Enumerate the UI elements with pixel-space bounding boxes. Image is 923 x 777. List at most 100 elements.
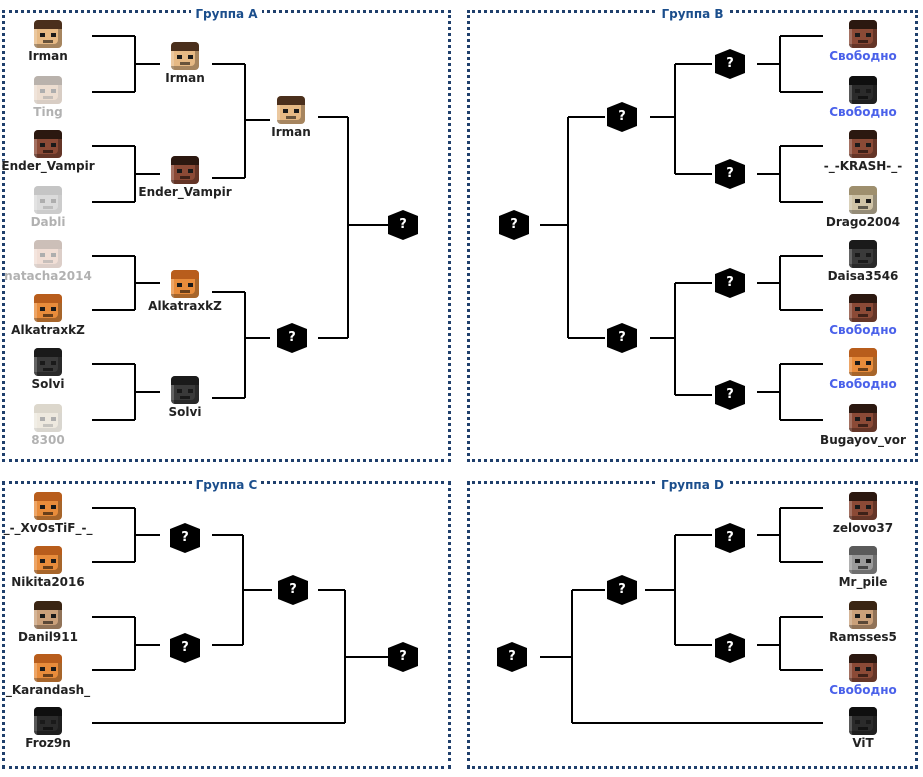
player-name: _Karandash_ <box>5 683 91 697</box>
player-slot[interactable]: Nikita2016 <box>0 546 108 589</box>
unknown-slot-icon: ? <box>277 323 307 353</box>
avatar <box>34 492 62 520</box>
avatar-mouth <box>858 314 868 317</box>
unknown-slot-icon: ? <box>715 633 745 663</box>
avatar-eye <box>855 361 860 365</box>
player-slot[interactable]: Свободно <box>803 20 923 63</box>
bracket-line <box>674 283 676 395</box>
avatar-eye <box>855 559 860 563</box>
player-slot[interactable]: Drago2004 <box>803 186 923 229</box>
unknown-slot-icon: ? <box>715 523 745 553</box>
player-slot[interactable]: Froz9n <box>0 707 108 750</box>
player-slot[interactable]: 8300 <box>0 404 108 447</box>
player-slot[interactable]: Ender_Vampir <box>125 156 245 199</box>
player-slot[interactable]: Свободно <box>803 348 923 391</box>
avatar-eye <box>51 667 56 671</box>
avatar-mouth <box>43 368 53 371</box>
avatar-eye <box>866 720 871 724</box>
bracket-line <box>675 173 712 175</box>
player-slot[interactable]: Solvi <box>125 376 245 419</box>
player-slot[interactable]: Danil911 <box>0 601 108 644</box>
player-slot[interactable]: Ender_Vampir <box>0 130 108 173</box>
avatar-hair <box>34 186 62 195</box>
avatar-hair <box>171 42 199 51</box>
avatar-hair <box>849 404 877 413</box>
player-slot[interactable]: Mr_pile <box>803 546 923 589</box>
avatar-hair <box>849 601 877 610</box>
avatar <box>34 76 62 104</box>
bracket-line <box>779 146 781 202</box>
bracket-line <box>92 419 135 421</box>
bracket-line <box>92 255 135 257</box>
player-name: Bugayov_vor <box>820 433 906 447</box>
player-slot[interactable]: AlkatraxkZ <box>125 270 245 313</box>
player-slot[interactable]: Daisa3546 <box>803 240 923 283</box>
unknown-slot-icon: ? <box>499 210 529 240</box>
bracket-line <box>572 722 823 724</box>
player-slot[interactable]: Свободно <box>803 76 923 119</box>
bracket-line <box>780 419 823 421</box>
avatar-eye <box>855 89 860 93</box>
avatar-hair <box>849 707 877 716</box>
player-slot[interactable]: Irman <box>231 96 351 139</box>
avatar-eye <box>51 89 56 93</box>
bracket-line <box>780 145 823 147</box>
group-title: Группа D <box>657 478 728 492</box>
avatar-eye <box>51 33 56 37</box>
unknown-slot-icon: ? <box>497 642 527 672</box>
avatar-eye <box>40 307 45 311</box>
avatar-hair <box>34 601 62 610</box>
avatar-mouth <box>858 566 868 569</box>
avatar-eye <box>294 109 299 113</box>
avatar-eye <box>855 667 860 671</box>
bracket-line <box>757 534 780 536</box>
avatar-mouth <box>858 150 868 153</box>
avatar-hair <box>34 546 62 555</box>
bracket-line <box>92 91 135 93</box>
avatar-mouth <box>858 621 868 624</box>
player-slot[interactable]: Irman <box>125 42 245 85</box>
avatar-mouth <box>43 206 53 209</box>
player-slot[interactable]: Dabli <box>0 186 108 229</box>
player-slot[interactable]: Solvi <box>0 348 108 391</box>
avatar-eye <box>51 417 56 421</box>
avatar-eye <box>855 143 860 147</box>
avatar-mouth <box>43 566 53 569</box>
bracket-line <box>779 617 781 670</box>
avatar-eye <box>855 253 860 257</box>
player-name: Ting <box>33 105 63 119</box>
player-slot[interactable]: zelovo37 <box>803 492 923 535</box>
avatar-hair <box>34 130 62 139</box>
avatar-hair <box>849 546 877 555</box>
player-slot[interactable]: _Karandash_ <box>0 654 108 697</box>
player-slot[interactable]: Bugayov_vor <box>803 404 923 447</box>
player-slot[interactable]: Ramsses5 <box>803 601 923 644</box>
avatar-eye <box>40 417 45 421</box>
player-name: natacha2014 <box>4 269 92 283</box>
avatar-eye <box>51 505 56 509</box>
player-name: Свободно <box>829 323 897 337</box>
player-slot[interactable]: Свободно <box>803 294 923 337</box>
bracket-line <box>345 656 388 658</box>
bracket-line <box>92 669 135 671</box>
player-name: ViT <box>852 736 874 750</box>
player-slot[interactable]: Ting <box>0 76 108 119</box>
player-slot[interactable]: AlkatraxkZ <box>0 294 108 337</box>
bracket-line <box>212 397 245 399</box>
player-slot[interactable]: ViT <box>803 707 923 750</box>
avatar-eye <box>855 614 860 618</box>
player-slot[interactable]: Свободно <box>803 654 923 697</box>
player-name: Irman <box>165 71 205 85</box>
bracket-line <box>674 535 676 645</box>
unknown-slot-icon: ? <box>170 523 200 553</box>
player-slot[interactable]: _-_XvOsTiF_-_ <box>0 492 108 535</box>
player-slot[interactable]: -_-KRASH-_- <box>803 130 923 173</box>
group-title: Группа A <box>191 7 262 21</box>
bracket-line <box>318 116 348 118</box>
player-slot[interactable]: Irman <box>0 20 108 63</box>
avatar-eye <box>51 361 56 365</box>
avatar-mouth <box>180 396 190 399</box>
avatar <box>34 130 62 158</box>
bracket-line <box>757 644 780 646</box>
player-slot[interactable]: natacha2014 <box>0 240 108 283</box>
